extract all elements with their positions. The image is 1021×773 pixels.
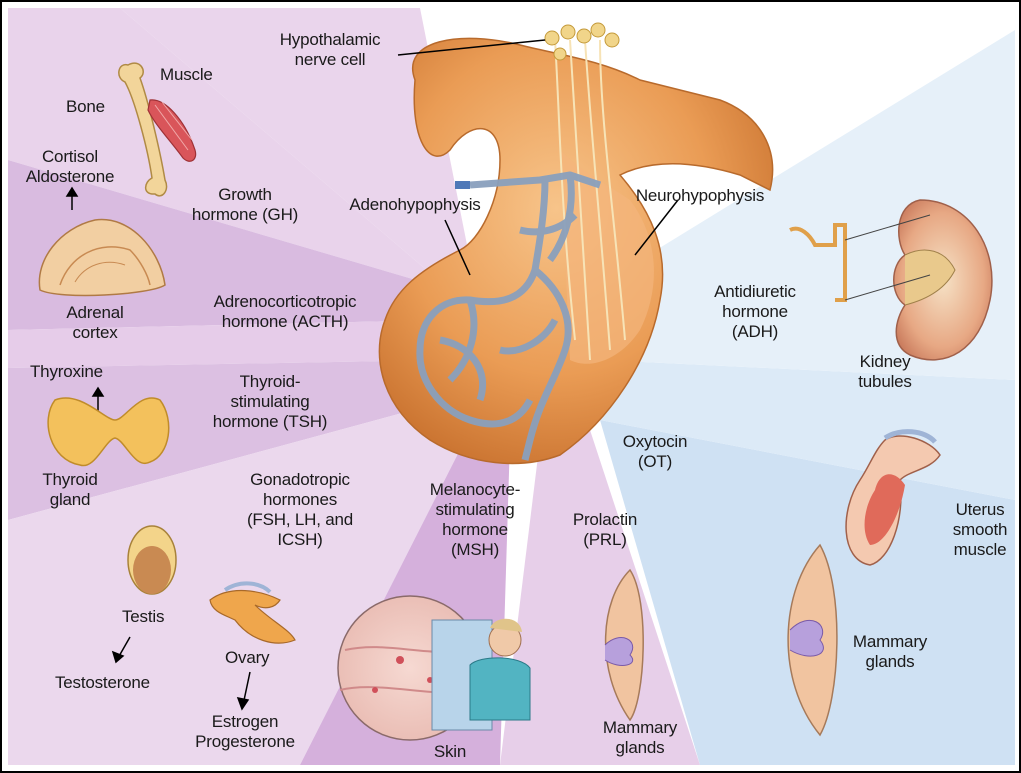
label-bone: Bone [66,97,105,117]
label-mammary-glands-right: Mammary glands [840,632,940,672]
label-prolactin: Prolactin (PRL) [555,510,655,550]
label-kidney-tubules: Kidney tubules [845,352,925,392]
label-mammary-glands-center: Mammary glands [590,718,690,758]
label-thyroid-gland: Thyroid gland [30,470,110,510]
label-thyroxine: Thyroxine [30,362,103,382]
label-msh: Melanocyte- stimulating hormone (MSH) [410,480,540,560]
label-ovary: Ovary [225,648,269,668]
label-skin: Skin [420,742,480,762]
label-neurohypophysis: Neurohypophysis [620,186,780,206]
label-adrenal-cortex: Adrenal cortex [45,303,145,343]
label-muscle: Muscle [160,65,213,85]
label-tsh: Thyroid- stimulating hormone (TSH) [190,372,350,432]
label-hypothalamic-nerve-cell: Hypothalamic nerve cell [255,30,405,70]
testis-illustration [128,526,176,594]
label-cortisol-aldosterone: Cortisol Aldosterone [10,147,130,187]
label-growth-hormone: Growth hormone (GH) [180,185,310,225]
label-testosterone: Testosterone [55,673,150,693]
label-testis: Testis [122,607,164,627]
label-oxytocin: Oxytocin (OT) [610,432,700,472]
label-adenohypophysis: Adenohypophysis [335,195,495,215]
label-gonadotropic-hormones: Gonadotropic hormones (FSH, LH, and ICSH… [235,470,365,550]
label-uterus-smooth-muscle: Uterus smooth muscle [940,500,1020,560]
label-estrogen-progesterone: Estrogen Progesterone [185,712,305,752]
label-acth: Adrenocorticotropic hormone (ACTH) [185,292,385,332]
label-adh: Antidiuretic hormone (ADH) [690,282,820,342]
